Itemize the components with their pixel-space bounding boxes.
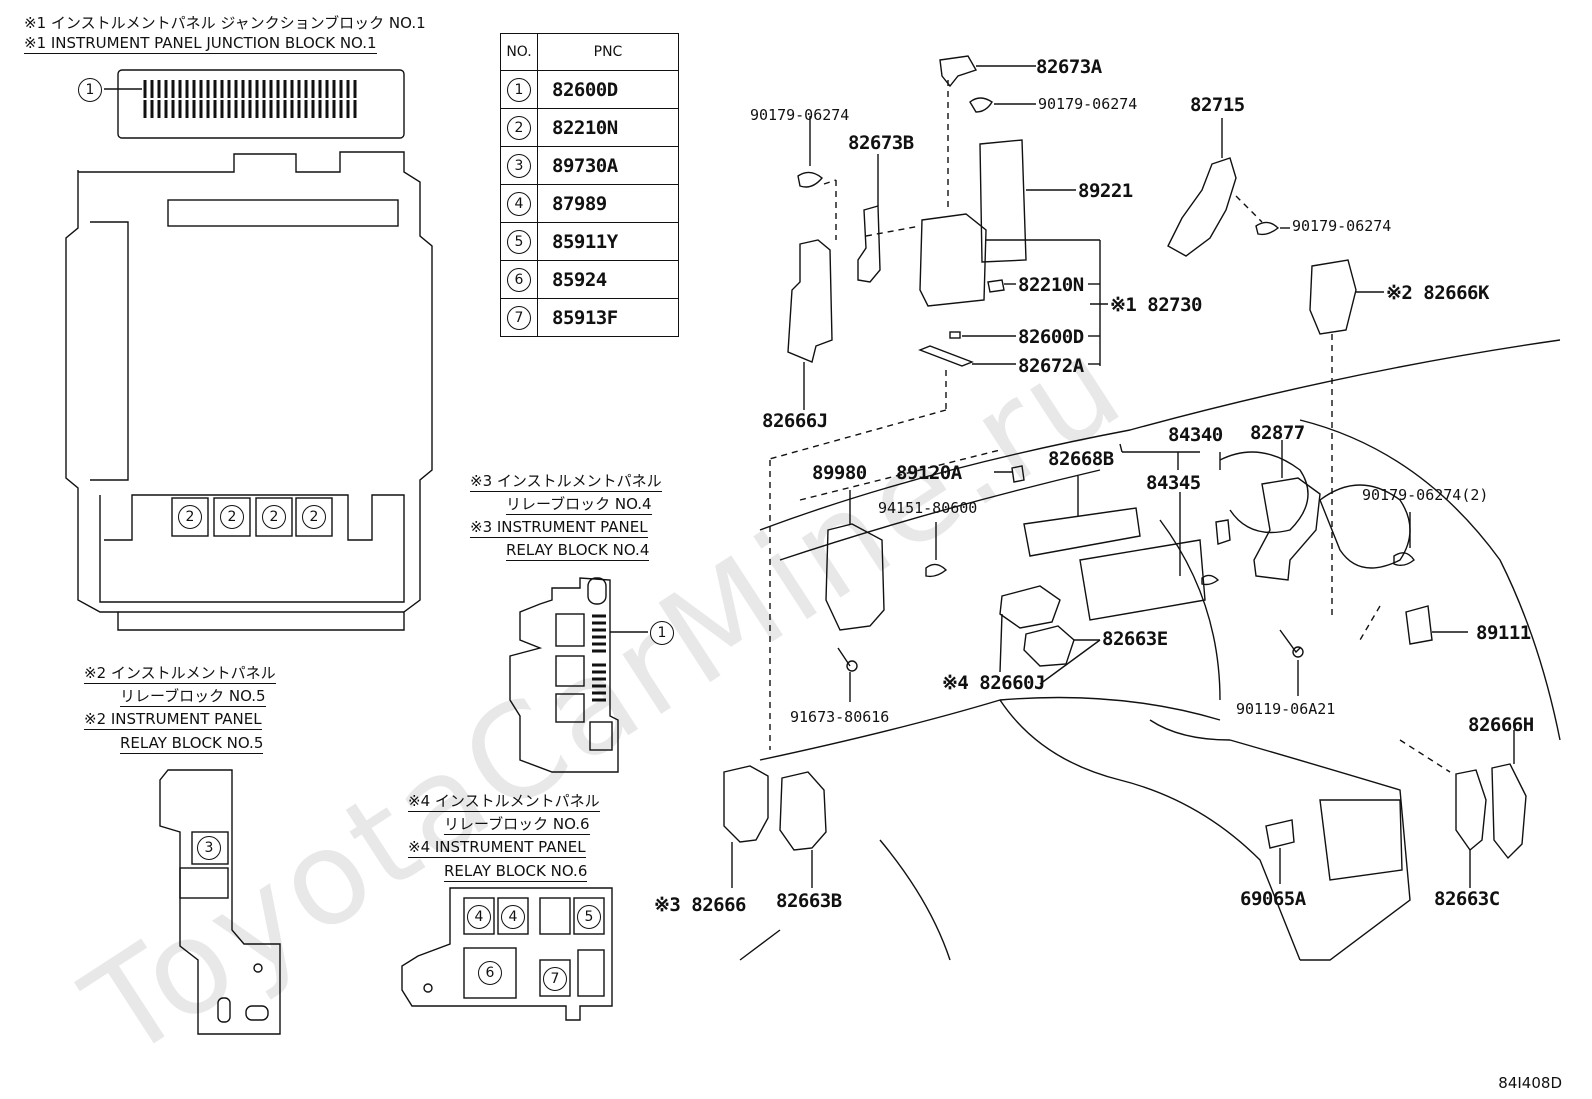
part-label-94151: 94151-80600	[878, 499, 978, 517]
callout-1-junction: 1	[78, 78, 102, 102]
part-label-90179-2: 90179-06274(2)	[1362, 486, 1489, 504]
relay-block-4-title-en-2: RELAY BLOCK NO.4	[506, 541, 650, 561]
relay-block-4-title-jp-2: リレーブロック NO.4	[506, 495, 652, 515]
pnc-table-header: NO. PNC	[500, 33, 679, 71]
callout-number: 1	[507, 77, 531, 102]
callout-3: 3	[197, 836, 221, 860]
callout-number: 6	[507, 267, 531, 292]
part-label-90179-left: 90179-06274	[750, 106, 850, 124]
callout-1-relay4: 1	[650, 621, 674, 645]
part-label-90179-right: 90179-06274	[1292, 217, 1392, 235]
part-label-82672A: 82672A	[1018, 355, 1084, 377]
callout-2-a: 2	[178, 505, 202, 529]
part-label-82660J: ※4 82660J	[942, 672, 1045, 694]
callout-5: 5	[577, 905, 601, 929]
junction-block-title-jp: ※1 インストルメントパネル ジャンクションブロック NO.1	[24, 14, 426, 32]
callout-number: 2	[507, 115, 531, 140]
relay-block-5-title-en-1: ※2 INSTRUMENT PANEL	[84, 710, 262, 730]
part-label-89120A: 89120A	[896, 462, 962, 484]
part-label-89980: 89980	[812, 462, 867, 484]
relay-block-5-title-jp-1: ※2 インストルメントパネル	[84, 664, 276, 684]
part-label-82715: 82715	[1190, 94, 1245, 116]
pnc-value: 85924	[537, 260, 679, 299]
part-label-82666H: 82666H	[1468, 714, 1534, 736]
part-label-82673B: 82673B	[848, 132, 914, 154]
callout-number: 7	[507, 305, 531, 330]
relay-block-4-title-en-1: ※3 INSTRUMENT PANEL	[470, 518, 648, 538]
callout-2-b: 2	[220, 505, 244, 529]
callout-6: 6	[478, 961, 502, 985]
part-label-82663E: 82663E	[1102, 628, 1168, 650]
callout-2-c: 2	[262, 505, 286, 529]
pnc-value: 87989	[537, 184, 679, 223]
part-label-69065A: 69065A	[1240, 888, 1306, 910]
relay-block-6-title-en-2: RELAY BLOCK NO.6	[444, 862, 588, 882]
pnc-value: 85911Y	[537, 222, 679, 261]
callout-7: 7	[543, 967, 567, 991]
part-label-89221: 89221	[1078, 180, 1133, 202]
relay-block-6-title-jp-2: リレーブロック NO.6	[444, 815, 590, 835]
part-label-82730: ※1 82730	[1110, 294, 1203, 316]
callout-number: 3	[507, 153, 531, 178]
part-label-82668B: 82668B	[1048, 448, 1114, 470]
relay-block-5-title-jp-2: リレーブロック NO.5	[120, 687, 266, 707]
callout-4-a: 4	[467, 905, 491, 929]
part-label-82666: ※3 82666	[654, 894, 747, 916]
relay-block-4-drawing	[509, 577, 648, 773]
part-label-82663B: 82663B	[776, 890, 842, 912]
part-label-82663C: 82663C	[1434, 888, 1500, 910]
callout-number: 4	[507, 191, 531, 216]
callout-2-d: 2	[302, 505, 326, 529]
part-label-82666K: ※2 82666K	[1386, 282, 1489, 304]
pnc-column-header: PNC	[537, 33, 679, 71]
part-label-90179-top: 90179-06274	[1038, 95, 1138, 113]
exploded-view-drawing	[723, 55, 1561, 961]
part-label-82600D: 82600D	[1018, 326, 1084, 348]
relay-block-4-title-jp-1: ※3 インストルメントパネル	[470, 472, 662, 492]
pnc-value: 82210N	[537, 108, 679, 147]
callout-number: 5	[507, 229, 531, 254]
pnc-value: 89730A	[537, 146, 679, 185]
relay-block-5-title-en-2: RELAY BLOCK NO.5	[120, 734, 264, 754]
junction-block-drawing	[65, 69, 433, 631]
callout-4-b: 4	[501, 905, 525, 929]
no-column-header: NO.	[500, 33, 538, 71]
part-label-91673: 91673-80616	[790, 708, 890, 726]
part-label-89111: 89111	[1476, 622, 1531, 644]
relay-block-6-drawing	[401, 887, 613, 1021]
part-label-84345: 84345	[1146, 472, 1201, 494]
relay-block-6-title-jp-1: ※4 インストルメントパネル	[408, 792, 600, 812]
part-label-90119: 90119-06A21	[1236, 700, 1336, 718]
part-label-82210N: 82210N	[1018, 274, 1084, 296]
part-label-82673A: 82673A	[1036, 56, 1102, 78]
relay-block-6-title-en-1: ※4 INSTRUMENT PANEL	[408, 838, 586, 858]
junction-block-title-en: ※1 INSTRUMENT PANEL JUNCTION BLOCK NO.1	[24, 34, 377, 54]
pnc-value: 82600D	[537, 70, 679, 109]
diagram-code: 84I408D	[1498, 1074, 1562, 1092]
part-label-82877: 82877	[1250, 422, 1305, 444]
part-label-82666J: 82666J	[762, 410, 828, 432]
relay-block-5-drawing	[159, 769, 281, 1035]
pnc-value: 85913F	[537, 298, 679, 337]
part-label-84340: 84340	[1168, 424, 1223, 446]
